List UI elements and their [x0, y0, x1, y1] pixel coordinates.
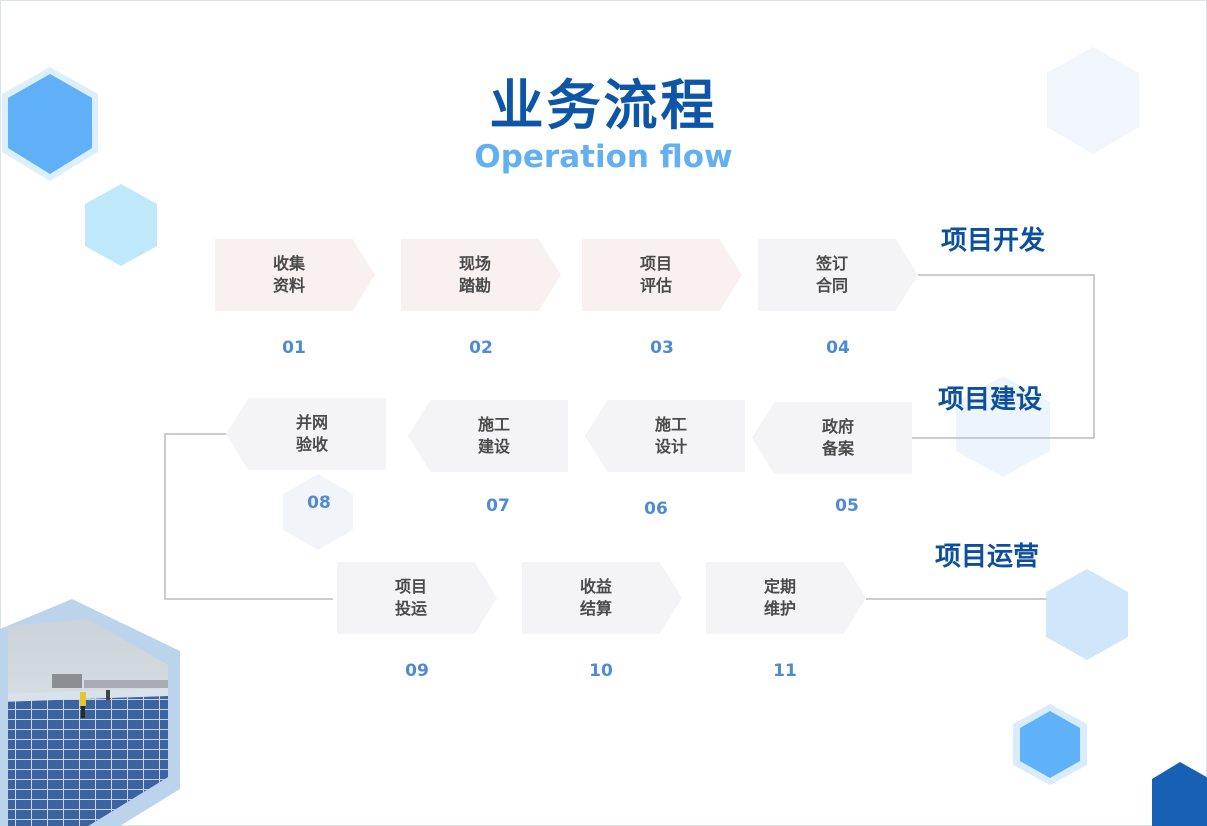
step-label: 签订合同 [815, 254, 848, 295]
hexagon-decoration [956, 376, 1050, 477]
step-02-site-survey: 现场踏勘 [401, 239, 561, 311]
page-title: 业务流程 [489, 74, 718, 137]
hexagon-decoration [1047, 47, 1139, 154]
step-04-sign-contract: 签订合同 [758, 239, 918, 311]
step-label: 收集资料 [272, 254, 305, 295]
step-07-construction: 施工建设 [408, 400, 568, 472]
phase-label-construction: 项目建设 [938, 385, 1043, 415]
step-number: 06 [644, 499, 668, 519]
step-label: 并网验收 [295, 413, 328, 454]
step-number: 03 [650, 338, 674, 358]
step-05-government-filing: 政府备案 [752, 402, 912, 474]
step-number: 01 [282, 338, 306, 358]
phase-label-development: 项目开发 [941, 226, 1046, 256]
step-number: 05 [835, 496, 859, 516]
step-number: 11 [773, 661, 797, 681]
hexagon-decoration [1046, 569, 1128, 660]
hexagon-decoration [283, 474, 353, 550]
step-11-regular-maintenance: 定期维护 [706, 562, 866, 634]
step-number: 02 [469, 338, 493, 358]
step-label: 现场踏勘 [458, 254, 491, 295]
step-03-project-evaluation: 项目评估 [582, 239, 742, 311]
hexagon-decoration [8, 74, 92, 174]
step-number: 10 [589, 661, 613, 681]
solar-panel-photo [8, 619, 168, 826]
step-10-revenue-settlement: 收益结算 [522, 562, 682, 634]
step-label: 收益结算 [579, 577, 612, 618]
step-01-collect-data: 收集资料 [215, 239, 375, 311]
step-label: 施工建设 [477, 415, 510, 456]
hexagon-decoration [1020, 711, 1080, 778]
step-09-project-commissioning: 项目投运 [337, 562, 497, 634]
step-number: 08 [307, 493, 331, 513]
step-label: 政府备案 [821, 417, 854, 458]
step-08-grid-acceptance: 并网验收 [226, 398, 386, 470]
step-number: 07 [486, 496, 510, 516]
connector-line [912, 274, 1095, 439]
step-06-construction-design: 施工设计 [585, 400, 745, 472]
flow-connectors [164, 274, 1095, 600]
step-label: 施工设计 [654, 415, 687, 456]
step-label: 定期维护 [763, 577, 796, 618]
connector-line [164, 433, 333, 600]
step-number: 09 [405, 661, 429, 681]
page-subtitle: Operation flow [474, 139, 733, 175]
hexagon-decoration [85, 184, 157, 266]
phase-label-operation: 项目运营 [935, 542, 1040, 572]
step-label: 项目投运 [394, 577, 427, 618]
step-number: 04 [826, 338, 850, 358]
step-label: 项目评估 [639, 254, 672, 295]
hexagon-decoration [1152, 762, 1207, 826]
